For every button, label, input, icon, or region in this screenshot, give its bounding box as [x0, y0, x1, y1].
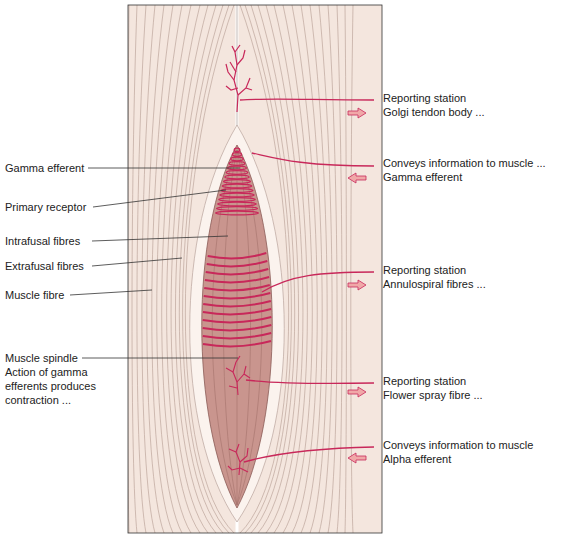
- nerve-leader-lines: [240, 99, 374, 462]
- annulospiral-coil: [204, 285, 270, 290]
- gamma-coil: [231, 157, 244, 161]
- fibre-line: [337, 5, 342, 533]
- part-label: Action of gamma efferents produces contr…: [5, 365, 105, 407]
- part-label: Muscle fibre: [5, 288, 64, 302]
- fibre-line: [137, 5, 146, 533]
- extrafusal-fibre-lines: [128, 5, 353, 533]
- fibre-line: [132, 5, 137, 533]
- gamma-coil: [218, 202, 257, 206]
- gamma-coil: [220, 193, 254, 197]
- fibre-line: [147, 5, 164, 533]
- gamma-coil: [226, 171, 248, 175]
- part-label: Annulospiral fibres ...: [383, 277, 486, 291]
- direction-arrows: [348, 108, 366, 463]
- tendon-line: [237, 5, 238, 140]
- part-label: Extrafusal fibres: [5, 259, 84, 273]
- flower-spray-ending: [226, 356, 250, 395]
- fibre-line: [292, 5, 317, 533]
- gamma-coil: [219, 198, 255, 202]
- annulospiral-coil: [207, 261, 268, 266]
- part-label: Reporting station: [383, 374, 466, 388]
- intrafusal-fibres: [202, 145, 273, 508]
- part-label: Flower spray fibre ...: [383, 388, 483, 402]
- fibre-line: [162, 5, 191, 533]
- gamma-coil: [224, 180, 251, 184]
- part-label: Conveys information to muscle: [383, 438, 533, 452]
- gamma-coil: [222, 184, 251, 188]
- annulospiral-coil: [203, 341, 271, 346]
- intrafusal-lines: [212, 150, 262, 505]
- fibre-line: [310, 5, 327, 533]
- nerve-coils: [203, 148, 272, 346]
- part-label: Primary receptor: [5, 200, 86, 214]
- fibre-line: [301, 5, 322, 533]
- part-label: Muscle spindle: [5, 351, 78, 365]
- illustration-frame: [128, 5, 382, 533]
- annulospiral-coil: [204, 293, 271, 298]
- muscle-background: [128, 5, 382, 533]
- gamma-coil: [234, 148, 240, 152]
- fibre-line: [351, 5, 353, 533]
- motor-end-plate: [228, 444, 248, 475]
- label-leader-lines: [70, 168, 240, 358]
- annulospiral-coil: [203, 317, 272, 322]
- gamma-coil: [221, 189, 253, 193]
- gamma-coil: [225, 175, 249, 179]
- spindle-capsule: [190, 125, 285, 522]
- part-label: Gamma efferent: [5, 161, 84, 175]
- part-label: Intrafusal fibres: [5, 234, 80, 248]
- gamma-coil: [216, 211, 259, 215]
- gamma-coil: [229, 162, 245, 166]
- part-label: Golgi tendon body ...: [383, 105, 485, 119]
- fibre-line: [328, 5, 337, 533]
- fibre-line: [319, 5, 332, 533]
- part-label: Reporting station: [383, 263, 466, 277]
- fibre-line: [345, 5, 346, 533]
- part-label: Alpha efferent: [383, 452, 451, 466]
- part-label: Reporting station: [383, 91, 466, 105]
- annulospiral-coil: [205, 277, 269, 282]
- annulospiral-coil: [203, 301, 271, 306]
- fibre-line: [157, 5, 182, 533]
- golgi-tendon-body: [226, 45, 252, 112]
- part-label: Gamma efferent: [383, 170, 462, 184]
- annulospiral-coil: [203, 309, 271, 314]
- annulospiral-coil: [203, 333, 271, 338]
- fibre-line: [152, 5, 173, 533]
- gamma-coil: [232, 153, 241, 157]
- gamma-coil: [217, 207, 258, 211]
- fibre-line: [142, 5, 155, 533]
- annulospiral-coil: [206, 269, 269, 274]
- annulospiral-coil: [203, 325, 272, 330]
- annulospiral-coil: [208, 253, 267, 258]
- part-label: Conveys information to muscle ...: [383, 156, 546, 170]
